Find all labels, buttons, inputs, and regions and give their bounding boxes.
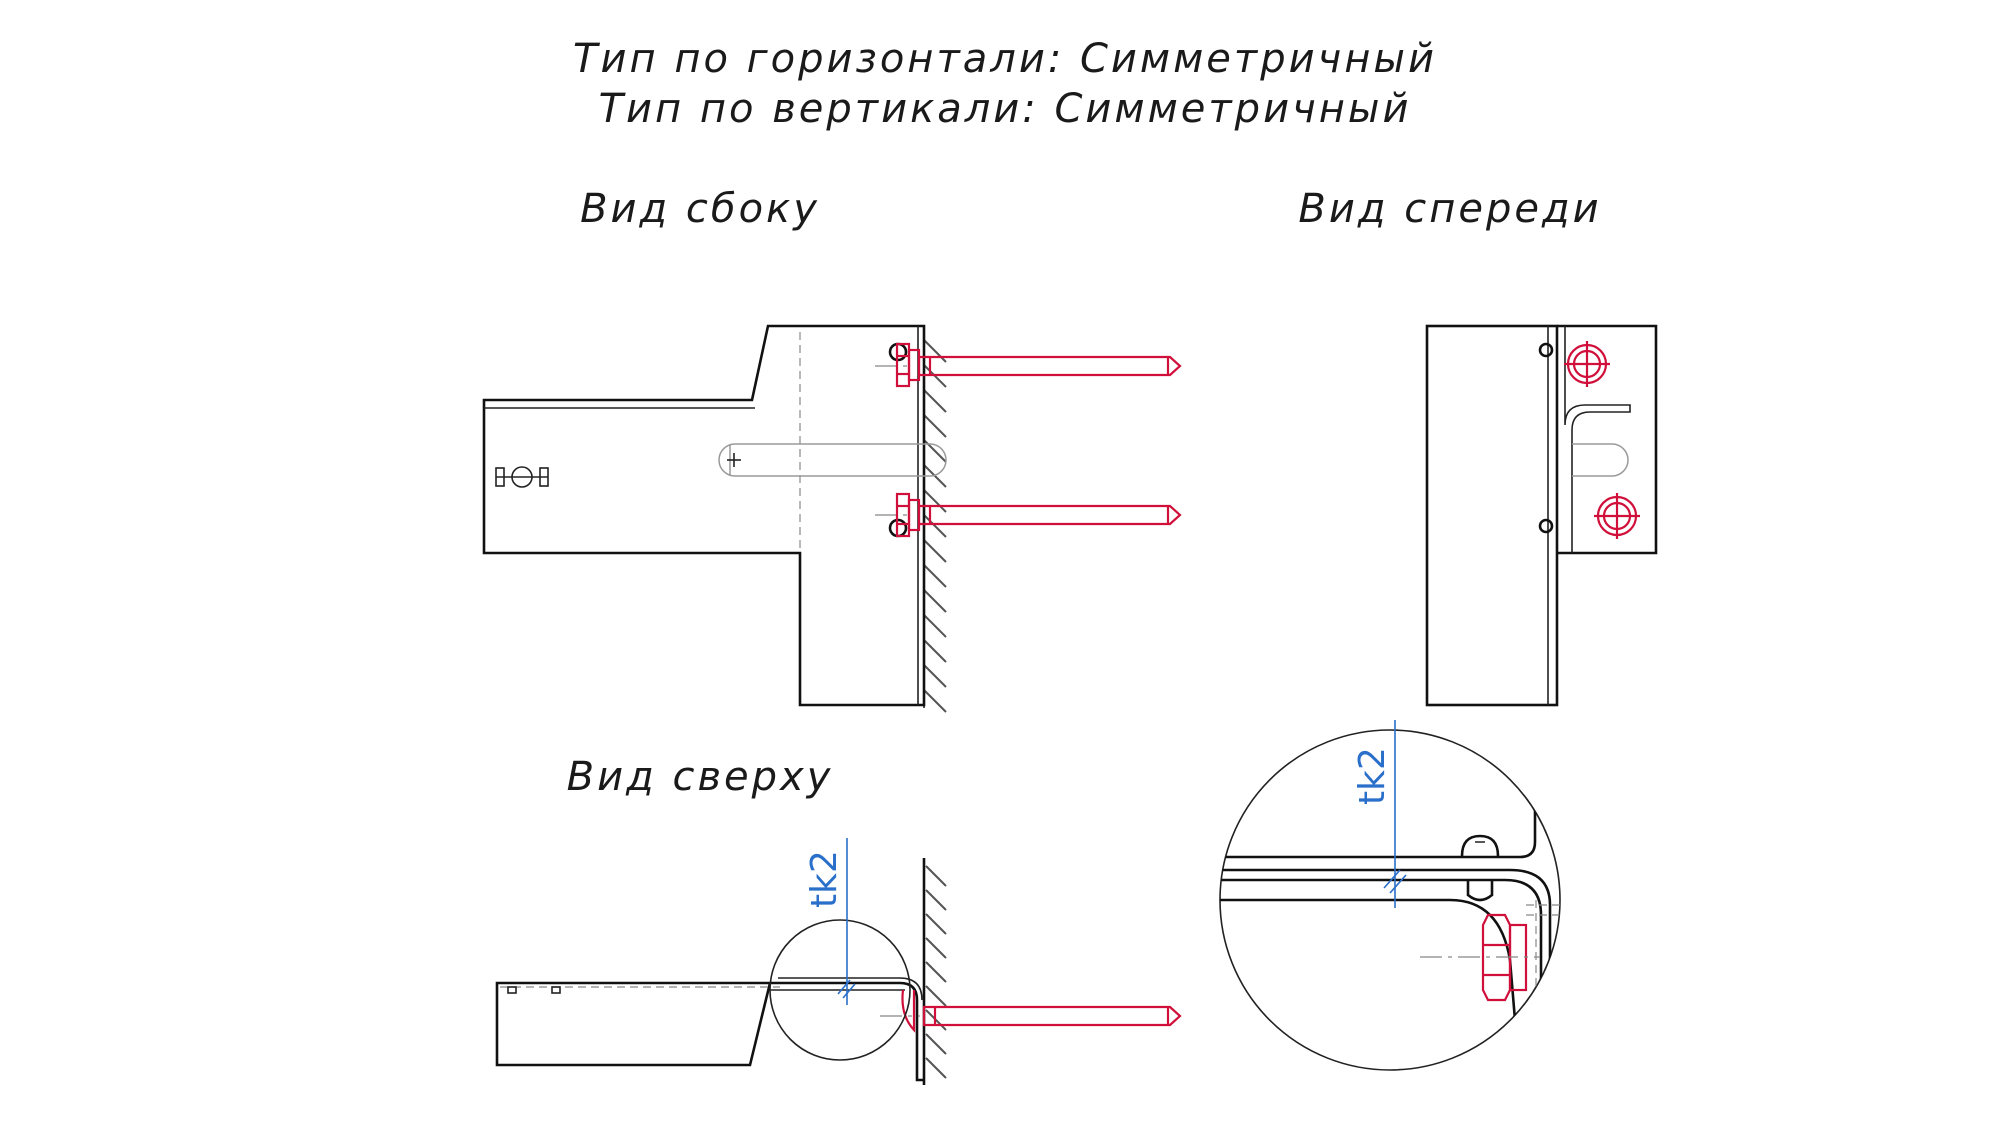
side-view-slot [718, 443, 947, 477]
pin-symbol-icon [495, 466, 549, 488]
tk2-dimension-detail: tk2 [1352, 720, 1407, 908]
front-view-label: Вид спереди [1298, 186, 1601, 232]
front-anchor-bottom-icon [1594, 493, 1640, 539]
front-view [1425, 324, 1658, 707]
tk2-label-top: tk2 [804, 850, 845, 908]
top-view: tk2 [495, 838, 1182, 1085]
side-view-wall [923, 326, 947, 713]
top-view-bracket-outline [495, 981, 772, 1067]
tk2-dimension-top: tk2 [804, 838, 856, 1005]
header-vertical-type: Тип по вертикали: Симметричный [599, 86, 1412, 132]
top-view-label: Вид сверху [567, 754, 834, 800]
tk2-label-detail: tk2 [1352, 747, 1393, 805]
detail-anchor [1481, 913, 1528, 1002]
side-view-bracket-outline [482, 324, 926, 707]
side-anchor-bottom [875, 492, 1182, 538]
side-anchor-top [875, 342, 1182, 388]
side-view-label: Вид сбоку [580, 186, 820, 232]
front-anchor-top-icon [1564, 341, 1610, 387]
front-rivet-top-icon [1538, 342, 1554, 358]
side-view [482, 324, 1182, 713]
front-view-bracket-flange [1557, 324, 1658, 555]
top-view-wall [922, 858, 947, 1085]
top-view-detail-circle [769, 919, 911, 1061]
front-view-bracket-body [1425, 324, 1559, 707]
front-view-slot [1572, 443, 1629, 477]
header-horizontal-type: Тип по горизонтали: Симметричный [573, 36, 1437, 82]
front-rivet-bottom-icon [1538, 518, 1554, 534]
detail-view: tk2 [1219, 720, 1561, 1071]
